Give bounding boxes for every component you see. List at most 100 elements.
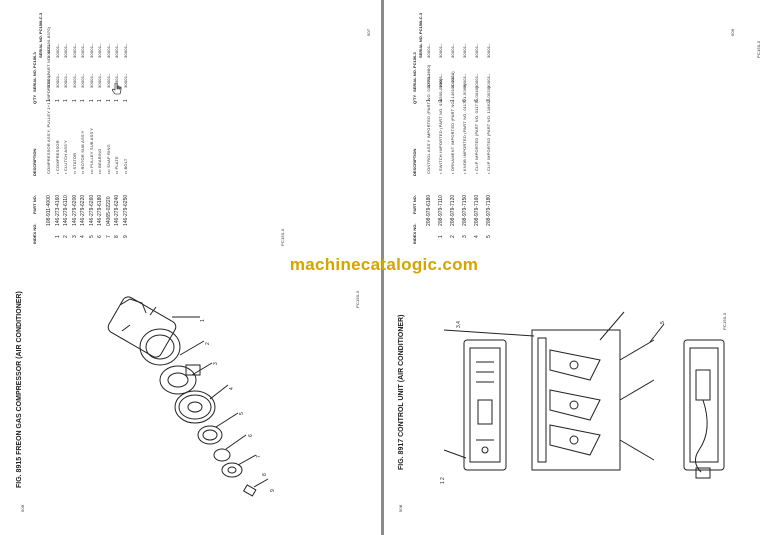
table-cell-s1: 30001–: [450, 73, 455, 88]
callout-label: 5: [239, 412, 245, 415]
table-cell-idx: 1: [54, 235, 61, 238]
table-cell-desc: •• STATOR: [71, 152, 77, 174]
table-cell-idx: 5: [486, 235, 492, 238]
table-cell-s2: 30001–: [450, 43, 455, 58]
header-serial2: SERIAL NO. PC150LC-3: [418, 12, 423, 58]
table-cell-s2: 30001–: [80, 43, 85, 58]
table-cell-desc: •• ROTOR SUB ASS'Y: [80, 130, 85, 174]
table-cell-s2: 30001–: [63, 43, 68, 58]
table-cell-desc: ••• BEARING: [97, 148, 102, 174]
table-cell-s1: 30001–: [80, 73, 85, 88]
table-cell-qty: 1: [63, 99, 69, 102]
callout-label: 3,4: [456, 321, 462, 328]
table-cell-idx: 3: [71, 235, 78, 238]
table-cell-s1: 30001–: [54, 73, 60, 88]
header-part: PART NO.: [412, 195, 417, 214]
table-cell-part: 208-979-7150: [462, 194, 468, 226]
page-gutter: [381, 0, 384, 535]
table-cell-qty: 1: [71, 99, 78, 102]
table-cell-s2: 30001–: [114, 43, 119, 58]
code-top: PC150-3: [756, 40, 761, 58]
header-qty: Q'TY: [412, 94, 417, 104]
table-cell-part: 146-279-6200: [71, 194, 78, 226]
table-cell-part: 146-279-6180: [97, 194, 103, 226]
table-cell-s1: 30001–: [46, 73, 51, 88]
table-cell-s2: 30001–: [426, 43, 431, 58]
callout-label: 3: [213, 362, 219, 365]
callout-label: 8: [262, 473, 268, 476]
callout-label: 4: [229, 387, 235, 390]
page-number-top: 507: [366, 28, 371, 36]
table-cell-s1: 30001–: [474, 73, 479, 88]
table-cell-s2: 30001–: [46, 43, 51, 58]
page-number-bottom: 508: [398, 504, 403, 512]
callout-label: 7: [256, 455, 262, 458]
table-cell-part: 146-279-6220: [80, 194, 86, 226]
table-cell-idx: 2: [63, 235, 69, 238]
figure-title: FIG. 8915 FREON GAS COMPRESSOR (AIR COND…: [16, 291, 23, 488]
compressor-exploded-drawing: [107, 296, 269, 497]
table-cell-idx: 6: [97, 235, 103, 238]
table-cell-s2: 30001–: [54, 43, 60, 58]
page-number-top: 509: [730, 28, 735, 36]
table-cell-desc: • SWITCH IMPORTED (PART NO. 034500-0200): [438, 78, 443, 174]
table-cell-desc: ••• SNAP RING: [105, 144, 111, 174]
table-cell-s1: 30001–: [438, 73, 443, 88]
control-unit-drawing: [443, 311, 725, 479]
right-page: 509 PC150-3 PC150-3 508 FIG. 8917 CONTRO…: [384, 0, 768, 535]
header-desc: DESCRIPTION: [412, 148, 417, 176]
callout-label: 9: [270, 489, 276, 492]
table-cell-part: 208-979-7120: [450, 194, 456, 226]
table-cell-idx: 3: [462, 235, 468, 238]
table-cell-idx: 8: [114, 235, 120, 238]
header-desc: DESCRIPTION: [32, 148, 37, 176]
table-cell-idx: 2: [450, 235, 456, 238]
table-cell-desc: • KNOB IMPORTED (PART NO. 011771-5090): [462, 83, 467, 174]
hand-cursor-icon: [112, 83, 122, 95]
table-cell-s2: 30001–: [88, 43, 94, 58]
table-cell-s1: 30001–: [122, 73, 128, 88]
table-cell-qty: 3: [486, 99, 492, 102]
table-cell-part: 146-279-6250: [122, 194, 129, 226]
table-cell-s1: 30001–: [462, 73, 467, 88]
table-cell-part: 04065-02220: [105, 196, 112, 226]
table-cell-idx: 5: [88, 235, 95, 238]
table-cell-s1: 30001–: [486, 73, 491, 88]
callout-label: 2: [205, 342, 211, 345]
table-cell-desc: ••• PULLEY SUB ASS'Y: [88, 127, 94, 174]
table-cell-part: 208-979-7180: [486, 194, 492, 226]
table-cell-part: 208-979-7160: [474, 194, 480, 226]
table-cell-idx: 9: [122, 235, 129, 238]
table-cell-s2: 30001–: [122, 43, 128, 58]
table-cell-desc: • COMPRESSOR: [54, 140, 60, 174]
table-cell-s2: 30001–: [105, 43, 111, 58]
header-serial: SERIAL NO. PC150-3: [32, 52, 37, 92]
table-cell-s2: 30001–: [474, 43, 479, 58]
header-index: INDEX NO.: [412, 223, 417, 244]
callout-label: 5: [660, 321, 666, 324]
table-cell-idx: 4: [80, 235, 86, 238]
table-cell-part: 208-979-6180: [426, 194, 432, 226]
page-number-bottom: 506: [20, 504, 25, 512]
table-cell-qty: 1: [438, 99, 444, 102]
table-cell-idx: 1: [438, 235, 444, 238]
table-cell-part: 208-979-7110: [438, 195, 444, 226]
table-cell-qty: 1: [80, 99, 86, 102]
table-cell-qty: 1: [88, 99, 95, 102]
table-cell-qty: 1: [97, 99, 103, 102]
table-cell-desc: • CLUTCH ASS'Y: [63, 140, 68, 174]
table-cell-qty: 1: [122, 99, 129, 102]
table-cell-desc: •• PLATE: [114, 156, 119, 174]
table-cell-part: 108-911-4000: [46, 195, 52, 226]
table-cell-desc: •• BOLT: [122, 158, 128, 174]
table-cell-s2: 30001–: [438, 43, 443, 58]
table-cell-s1: 30001–: [88, 73, 94, 88]
table-cell-qty: 1: [105, 99, 112, 102]
table-cell-part: 146-279-6110: [63, 195, 69, 226]
table-cell-s1: 30001–: [63, 73, 68, 88]
table-cell-qty: 6: [462, 99, 468, 102]
table-cell-idx: 4: [474, 235, 480, 238]
table-cell-qty: 1: [426, 99, 432, 102]
table-cell-qty: 6: [474, 99, 480, 102]
